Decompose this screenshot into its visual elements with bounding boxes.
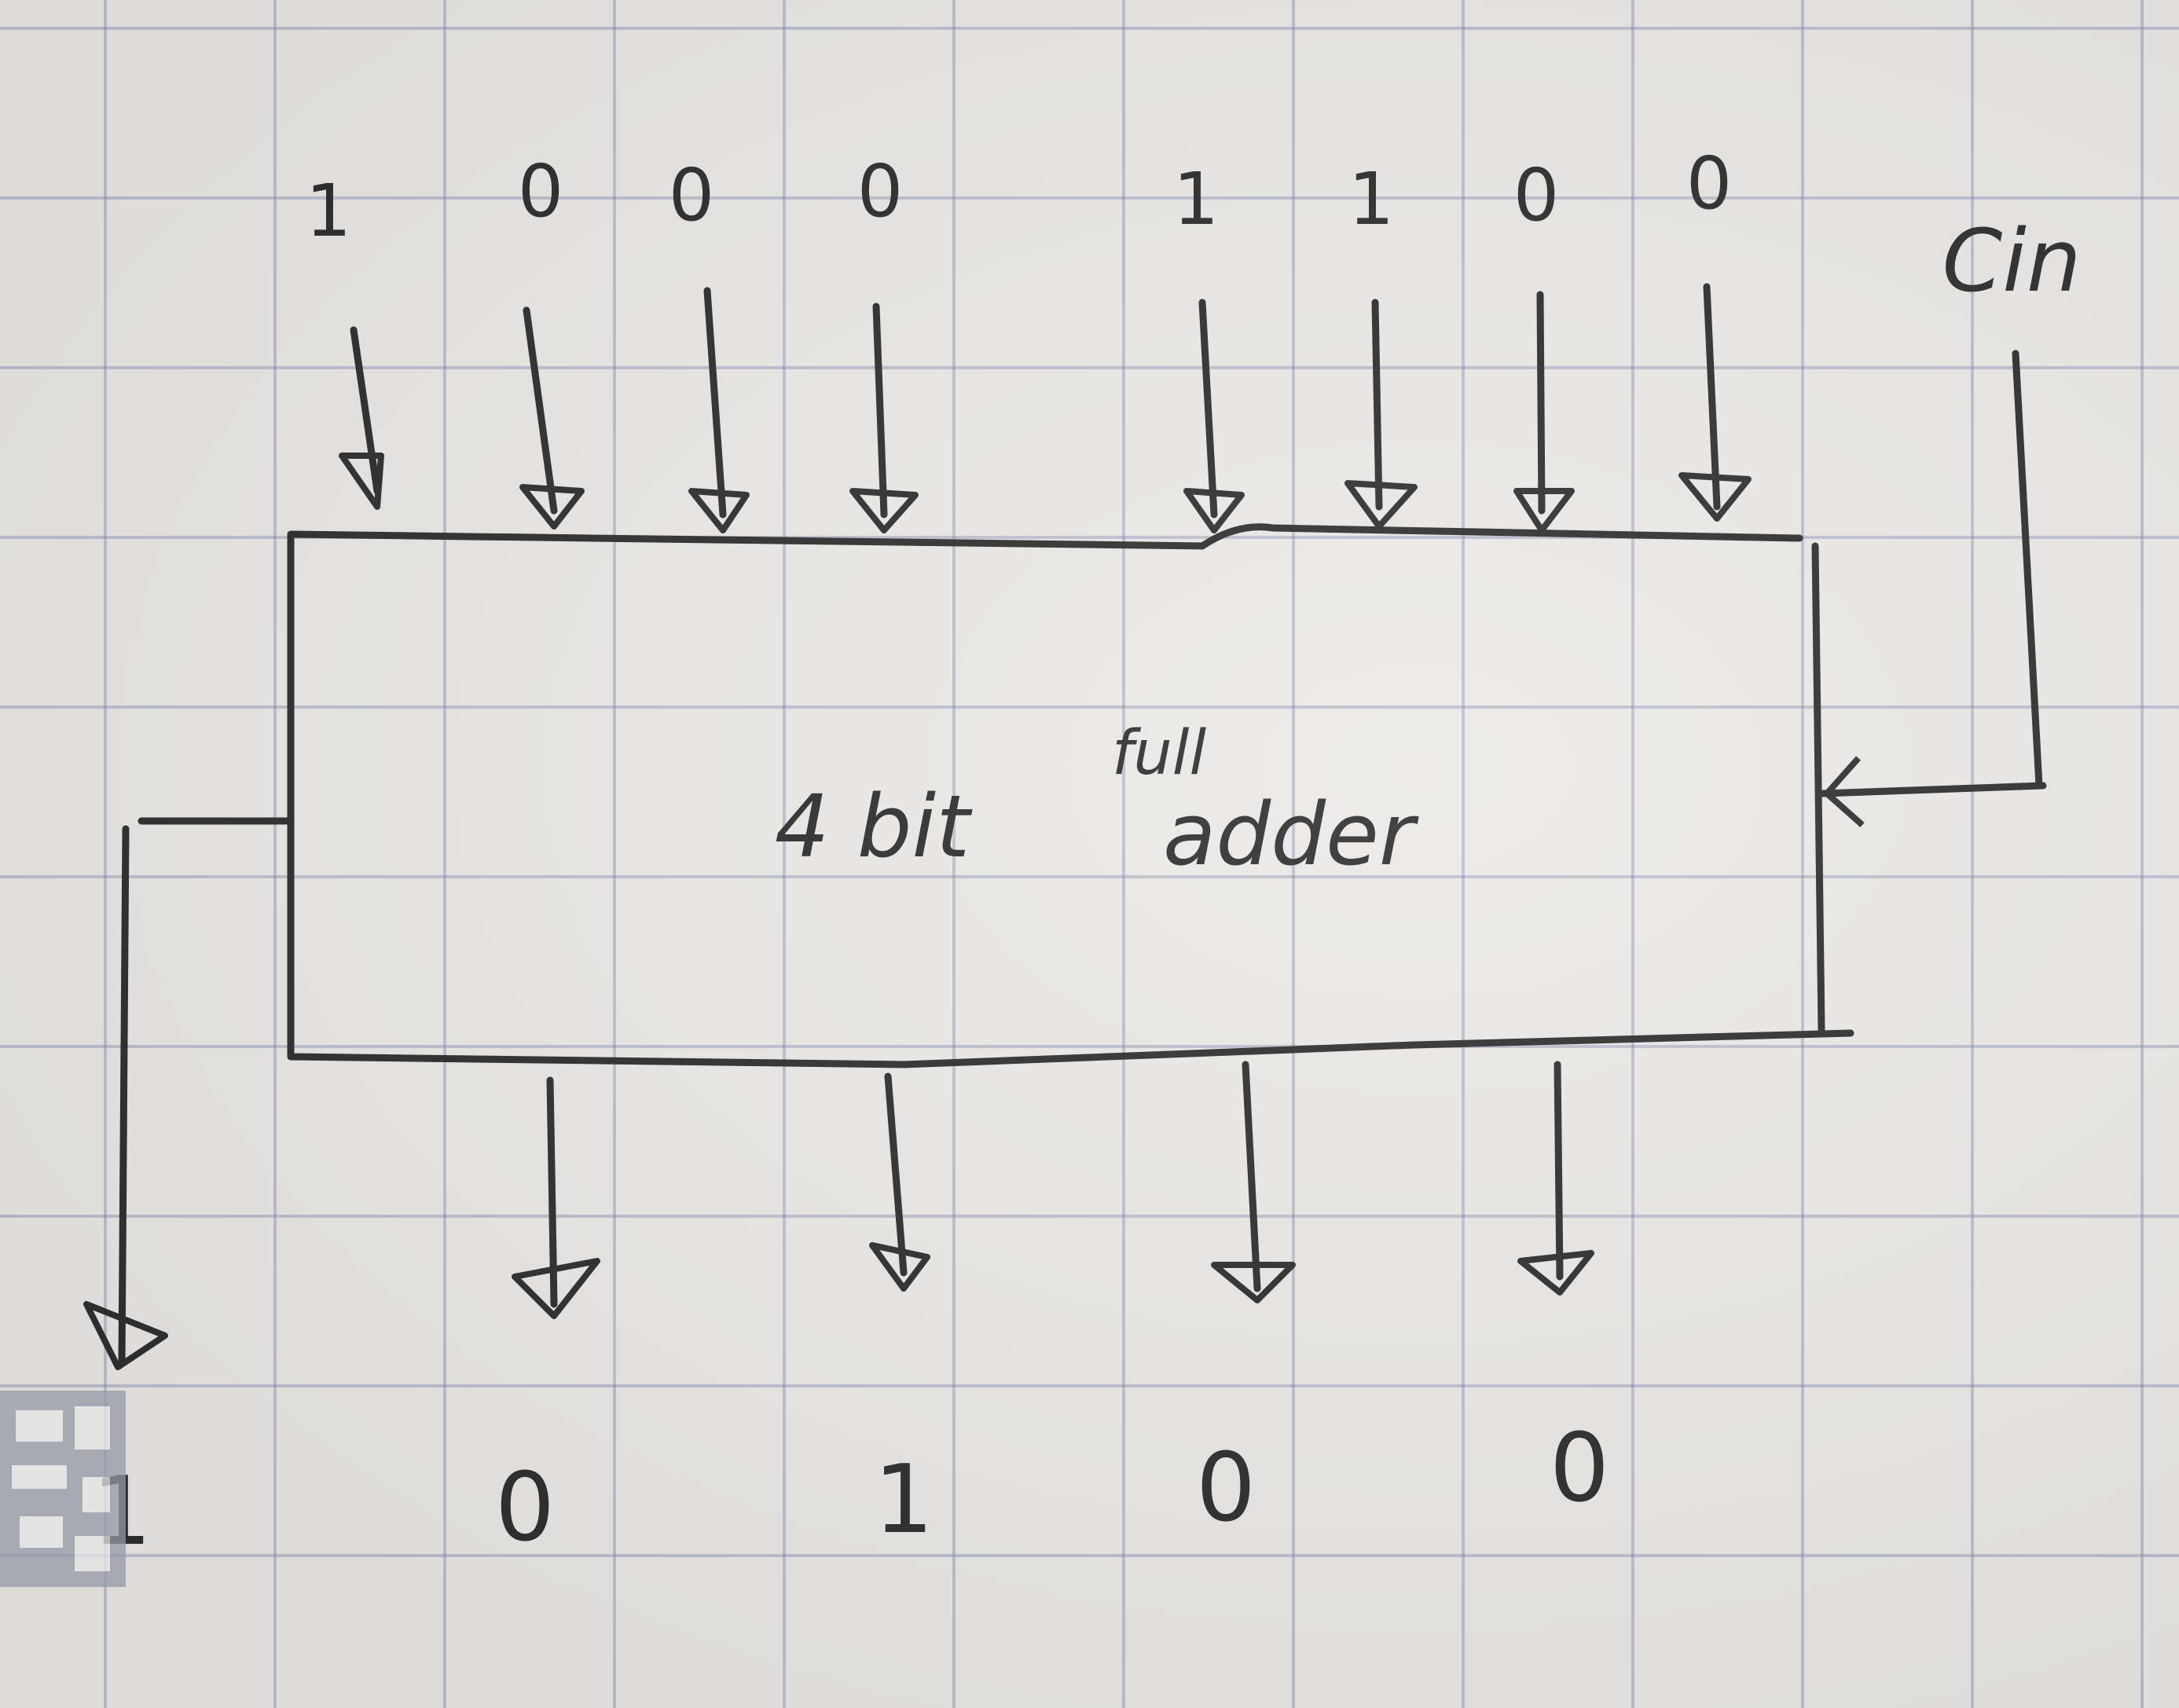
input-b-bit-3: 1: [1173, 157, 1220, 241]
input-b-bit-0: 0: [1686, 141, 1733, 225]
block-label-main: 4 bit: [775, 776, 973, 877]
input-a-bit-3: 1: [306, 169, 352, 253]
carry-out-wire: [83, 817, 291, 1370]
sum-bit-3: 0: [495, 1453, 555, 1563]
sum-bit-1: 0: [1196, 1434, 1256, 1543]
block-label-top: full: [1112, 718, 1207, 789]
input-arrows: [339, 283, 1752, 533]
sum-bit-2: 1: [874, 1446, 934, 1555]
sum-bit-0: 0: [1550, 1414, 1609, 1523]
input-a-bit-0: 0: [857, 149, 904, 233]
carry-in-label: Cin: [1942, 211, 2081, 311]
input-b-bit-1: 0: [1513, 153, 1560, 237]
output-arrows: [512, 1061, 1594, 1319]
input-a-bit-1: 0: [669, 153, 715, 237]
paper-corner-mark: [0, 1391, 126, 1587]
input-b-bit-2: 1: [1348, 157, 1395, 241]
input-a-bit-2: 0: [518, 149, 564, 233]
carry-in-wire: [1819, 350, 2047, 827]
block-label-bottom: adder: [1163, 784, 1419, 885]
adder-block: [287, 523, 1854, 1068]
